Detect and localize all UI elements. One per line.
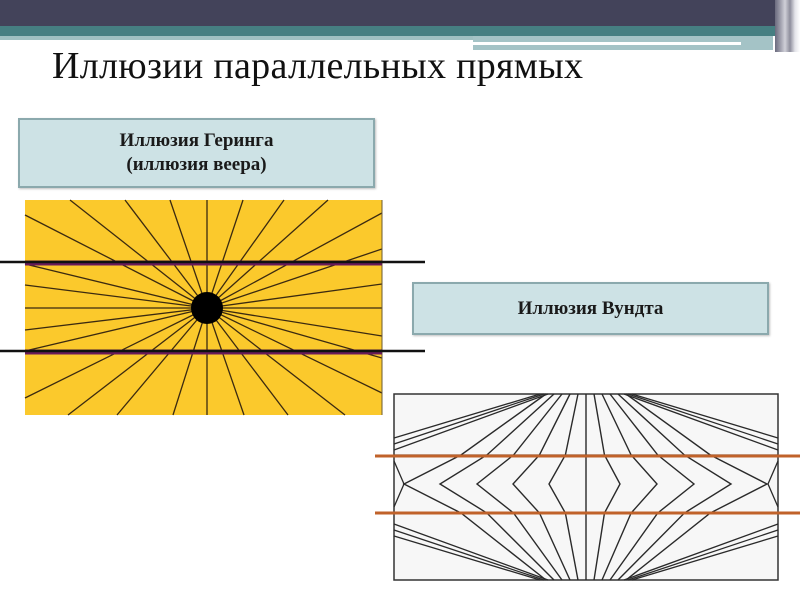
hering-ray: [67, 307, 208, 416]
hering-ray: [206, 199, 329, 309]
hering-ray: [206, 248, 383, 309]
banner-teal-band: [0, 26, 800, 36]
wundt-edge-chevron-right: [767, 460, 779, 508]
hering-ray: [206, 307, 383, 337]
wundt-side-ray-left: [393, 393, 545, 445]
wundt-chevron-right: [625, 393, 769, 581]
wundt-label-text: Иллюзия Вундта: [517, 297, 664, 319]
hering-ray: [206, 283, 383, 309]
banner-stripe: [473, 42, 741, 45]
hering-label-line1: Иллюзия Геринга: [119, 130, 274, 151]
hering-ray: [206, 307, 245, 416]
wundt-illusion-label: Иллюзия Вундта: [412, 282, 769, 335]
wundt-edge-chevron-left: [393, 460, 405, 508]
banner-dark-band: [0, 0, 800, 26]
wundt-chevron-right: [609, 393, 696, 581]
hering-ray: [24, 263, 208, 309]
banner-edge-gradient: [775, 0, 800, 52]
slide-header-banner: [0, 0, 800, 56]
banner-stripe: [645, 50, 785, 53]
wundt-chevron-right: [617, 393, 733, 581]
wundt-side-ray-left: [393, 529, 545, 581]
hering-label-line2: (иллюзия веера): [126, 154, 267, 175]
hering-ray: [124, 199, 208, 309]
wundt-chevron-right: [593, 393, 621, 581]
wundt-side-ray-left: [393, 535, 541, 581]
hering-ray: [24, 307, 208, 352]
wundt-chevron-left: [548, 393, 579, 581]
banner-light-band: [0, 36, 473, 40]
wundt-side-ray-right: [627, 529, 779, 581]
hering-ray: [24, 307, 208, 331]
wundt-chevron-left: [438, 393, 555, 581]
hering-ray: [116, 307, 208, 416]
hering-ray: [206, 307, 346, 416]
hering-ray: [172, 307, 208, 416]
wundt-side-ray-left: [393, 393, 541, 439]
wundt-chevron-left: [512, 393, 571, 581]
wundt-side-ray-left: [393, 393, 549, 451]
hering-ray: [206, 199, 285, 309]
wundt-chevron-right: [601, 393, 658, 581]
hering-ray: [24, 284, 208, 309]
slide-title: Иллюзии параллельных прямых: [52, 45, 584, 87]
wundt-side-ray-left: [393, 523, 549, 581]
hering-ray: [206, 199, 244, 309]
hering-center-dot: [191, 292, 223, 324]
wundt-chevron-left: [475, 393, 563, 581]
wundt-side-ray-right: [623, 393, 779, 451]
hering-ray: [69, 199, 208, 309]
wundt-side-ray-right: [631, 535, 779, 581]
hering-ray: [206, 307, 289, 416]
wundt-side-ray-right: [631, 393, 779, 439]
wundt-side-ray-right: [623, 523, 779, 581]
wundt-side-ray-right: [627, 393, 779, 445]
hering-ray: [169, 199, 208, 309]
hering-illusion-label: Иллюзия Геринга (иллюзия веера): [18, 118, 375, 188]
